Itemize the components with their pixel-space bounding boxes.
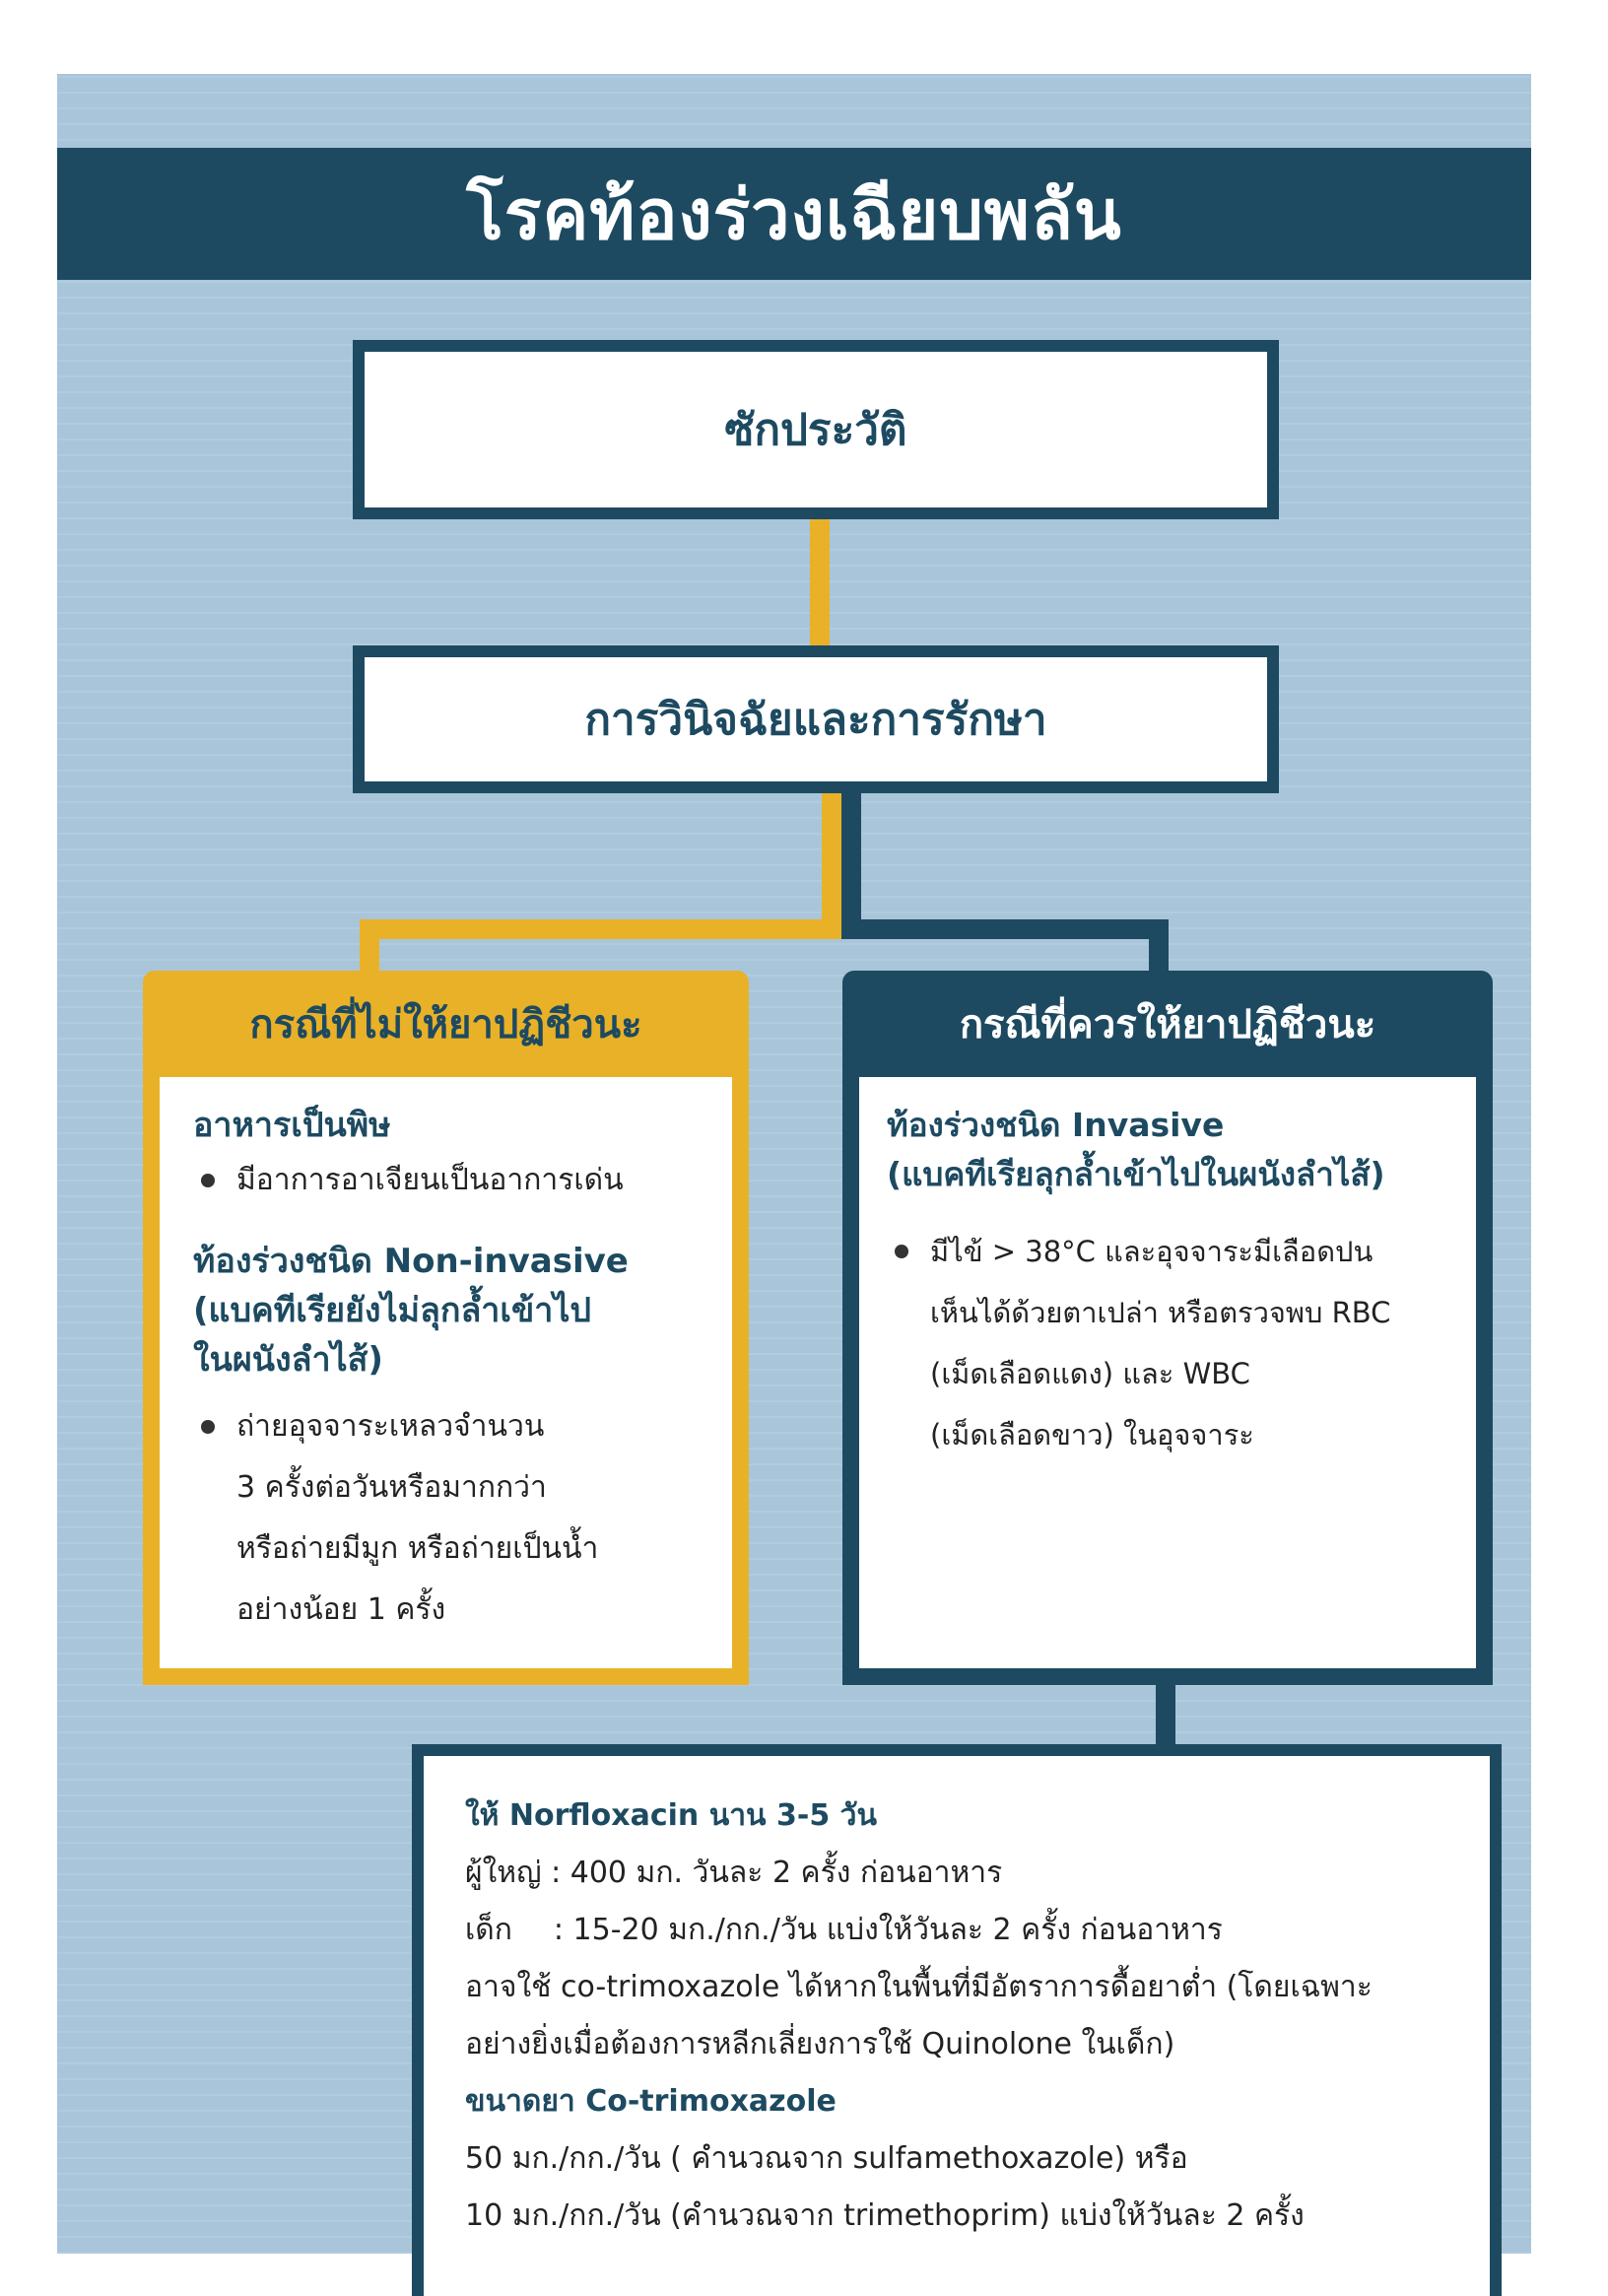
food-poisoning-text: มีอาการอาเจียนเป็นอาการเด่น (236, 1163, 624, 1197)
history-label: ซักประวัติ (724, 405, 907, 455)
non-invasive-heading-2: (แบคทีเรียยังไม่ลุกล้ำเข้าไป (193, 1291, 592, 1330)
invasive-heading-1: ท้องร่วงชนิด Invasive (887, 1106, 1225, 1144)
connector-navy-vertical (841, 793, 861, 939)
invasive-bullet: มีไข้ > 38°C และอุจจาระมีเลือดปน เห็นได้… (887, 1221, 1466, 1465)
case-no-antibiotic: กรณีที่ไม่ให้ยาปฏิชีวนะ อาหารเป็นพิษ มีอ… (143, 971, 749, 1685)
title-bar: โรคท้องร่วงเฉียบพลัน (57, 148, 1531, 280)
connector-navy-horizontal (841, 919, 1169, 939)
treatment-child-text: : 15-20 มก./กก./วัน แบ่งให้วันละ 2 ครั้ง… (553, 1913, 1223, 1947)
diagnosis-box: การวินิจฉัยและการรักษา (353, 645, 1279, 793)
food-poisoning-heading: อาหารเป็นพิษ (193, 1106, 391, 1145)
connector-yellow-drop (360, 919, 379, 980)
case-antibiotic-body: ท้องร่วงชนิด Invasive (แบคทีเรียลุกล้ำเข… (859, 1077, 1476, 1668)
non-invasive-text-2: 3 ครั้งต่อวันหรือมากกว่า (236, 1470, 547, 1505)
invasive-text-2: เห็นได้ด้วยตาเปล่า หรือตรวจพบ RBC (930, 1296, 1391, 1329)
case-antibiotic: กรณีที่ควรให้ยาปฏิชีวนะ ท้องร่วงชนิด Inv… (842, 971, 1493, 1685)
invasive-text-4: (เม็ดเลือดขาว) ในอุจจาระ (930, 1418, 1254, 1452)
non-invasive-text-3: หรือถ่ายมีมูก หรือถ่ายเป็นน้ำ (236, 1531, 599, 1566)
diagnosis-label: การวินิจฉัยและการรักษา (584, 695, 1047, 745)
invasive-text-1: มีไข้ > 38°C และอุจจาระมีเลือดปน (930, 1235, 1374, 1268)
treatment-dose-2: 10 มก./กก./วัน (คำนวณจาก trimethoprim) แ… (465, 2198, 1305, 2233)
food-poisoning-bullet: มีอาการอาเจียนเป็นอาการเด่น (193, 1150, 703, 1211)
connector-yellow-horizontal (360, 919, 841, 939)
connector-yellow-vertical (822, 793, 841, 939)
non-invasive-heading-1: ท้องร่วงชนิด Non-invasive (193, 1242, 629, 1281)
invasive-heading-2: (แบคทีเรียลุกล้ำเข้าไปในผนังลำไส้) (887, 1155, 1385, 1193)
treatment-norfloxacin: ให้ Norfloxacin นาน 3-5 วัน (465, 1798, 877, 1833)
connector-case-treatment (1156, 1685, 1175, 1746)
treatment-adult: ผู้ใหญ่ : 400 มก. วันละ 2 ครั้ง ก่อนอาหา… (465, 1856, 1003, 1890)
non-invasive-text-4: อย่างน้อย 1 ครั้ง (236, 1592, 446, 1627)
invasive-text-3: (เม็ดเลือดแดง) และ WBC (930, 1357, 1250, 1390)
non-invasive-heading-3: ในผนังลำไส้) (193, 1340, 383, 1380)
case-no-antibiotic-body: อาหารเป็นพิษ มีอาการอาเจียนเป็นอาการเด่น… (160, 1077, 732, 1668)
case-no-antibiotic-title: กรณีที่ไม่ให้ยาปฏิชีวนะ (249, 1002, 642, 1047)
non-invasive-bullet: ถ่ายอุจจาระเหลวจำนวน 3 ครั้งต่อวันหรือมา… (193, 1396, 703, 1641)
treatment-box: ให้ Norfloxacin นาน 3-5 วัน ผู้ใหญ่ : 40… (412, 1744, 1502, 2296)
treatment-child: เด็ก : 15-20 มก./กก./วัน แบ่งให้วันละ 2 ค… (465, 1902, 1454, 1959)
bullet-icon (201, 1420, 215, 1434)
case-antibiotic-title: กรณีที่ควรให้ยาปฏิชีวนะ (959, 1002, 1376, 1047)
treatment-alt-2: อย่างยิ่งเมื่อต้องการหลีกเลี่ยงการใช้ Qu… (465, 2027, 1175, 2061)
connector-history-diagnosis (810, 519, 830, 645)
case-no-antibiotic-header: กรณีที่ไม่ให้ยาปฏิชีวนะ (143, 971, 749, 1077)
bullet-icon (895, 1245, 908, 1258)
treatment-dose-heading: ขนาดยา Co-trimoxazole (465, 2084, 837, 2119)
treatment-alt-1: อาจใช้ co-trimoxazole ได้หากในพื้นที่มีอ… (465, 1970, 1373, 2004)
case-antibiotic-header: กรณีที่ควรให้ยาปฏิชีวนะ (842, 971, 1493, 1077)
treatment-child-label: เด็ก (465, 1913, 512, 1947)
treatment-dose-1: 50 มก./กก./วัน ( คำนวณจาก sulfamethoxazo… (465, 2141, 1188, 2176)
connector-navy-drop (1149, 919, 1169, 980)
history-box: ซักประวัติ (353, 340, 1279, 519)
page-title: โรคท้องร่วงเฉียบพลัน (466, 173, 1122, 255)
bullet-icon (201, 1174, 215, 1187)
non-invasive-text-1: ถ่ายอุจจาระเหลวจำนวน (236, 1409, 545, 1444)
